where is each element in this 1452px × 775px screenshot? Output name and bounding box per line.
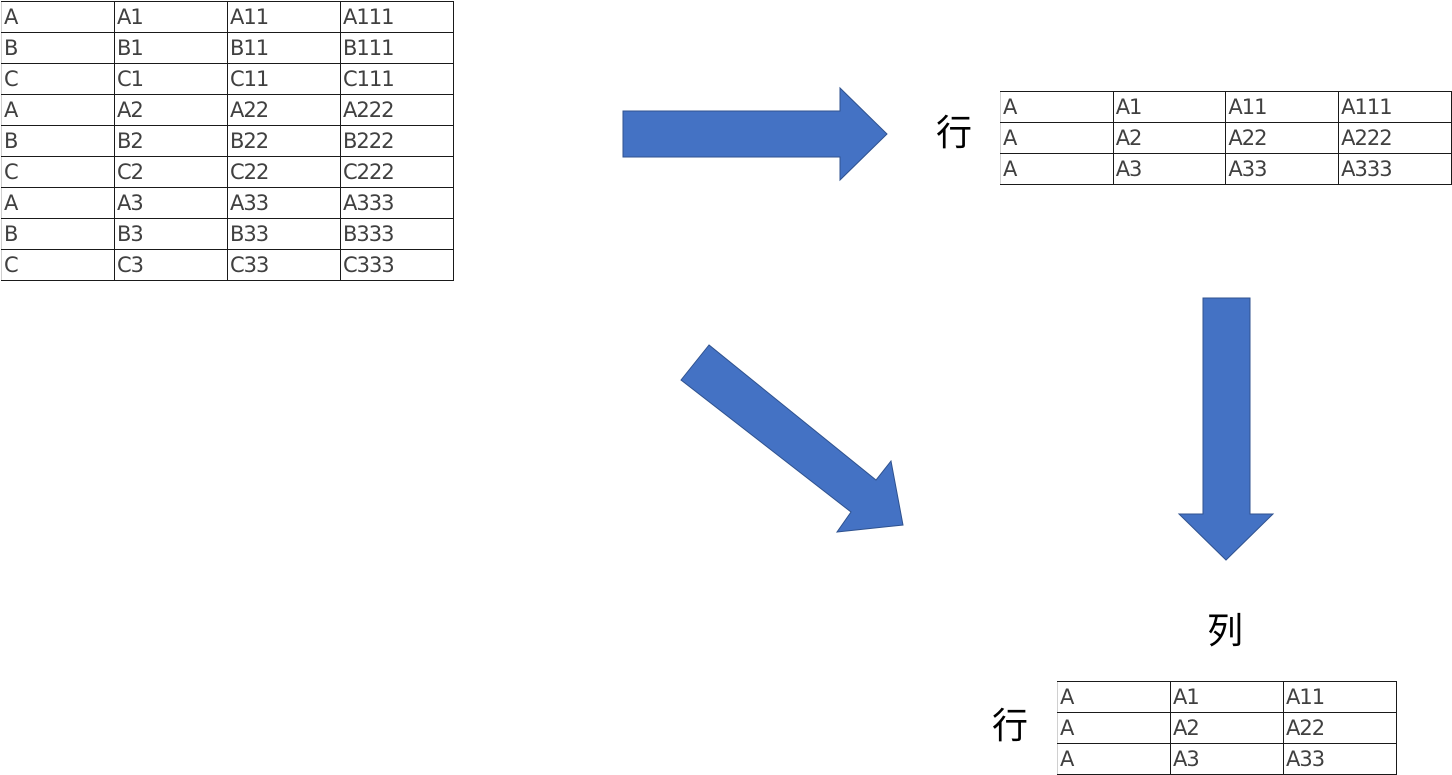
table-cell[interactable]: A111 (1338, 91, 1452, 123)
table-cell[interactable]: B222 (340, 125, 454, 157)
table-cell[interactable]: A (1000, 122, 1114, 154)
table-cell[interactable]: A333 (1338, 153, 1452, 185)
table-cell[interactable]: A11 (1283, 681, 1397, 713)
table-cell[interactable]: C222 (340, 156, 454, 188)
table-cell[interactable]: B1 (114, 32, 228, 64)
table-cell[interactable]: C1 (114, 63, 228, 95)
table-cell[interactable]: A1 (114, 1, 228, 33)
table-cell[interactable]: A (1, 187, 115, 219)
table-cell[interactable]: C11 (227, 63, 341, 95)
table-cell[interactable]: B (1, 32, 115, 64)
table-cell[interactable]: A33 (1283, 743, 1397, 775)
row-label-2: 行 (992, 706, 1029, 747)
table-cell[interactable]: A222 (340, 94, 454, 126)
table-cell[interactable]: A (1000, 91, 1114, 123)
table-cell[interactable]: A3 (1170, 743, 1284, 775)
table-cell[interactable]: A22 (1225, 122, 1340, 154)
table-cell[interactable]: C (1, 249, 115, 281)
table-cell[interactable]: A33 (1225, 153, 1340, 185)
table-cell[interactable]: A333 (340, 187, 454, 219)
down-arrow-icon (1177, 297, 1275, 561)
table-cell[interactable]: A1 (1113, 91, 1227, 123)
table-cell[interactable]: A (1057, 712, 1171, 744)
table-cell[interactable]: C111 (340, 63, 454, 95)
table-cell[interactable]: A (1000, 153, 1114, 185)
row-label-1: 行 (936, 113, 973, 154)
table-cell[interactable]: B33 (227, 218, 341, 250)
table-cell[interactable]: A2 (1170, 712, 1284, 744)
table-cell[interactable]: C (1, 63, 115, 95)
table-cell[interactable]: B2 (114, 125, 228, 157)
table-cell[interactable]: C333 (340, 249, 454, 281)
table-cell[interactable]: A3 (1113, 153, 1227, 185)
table-cell[interactable]: C3 (114, 249, 228, 281)
table-cell[interactable]: A (1057, 681, 1171, 713)
table-cell[interactable]: C (1, 156, 115, 188)
table-cell[interactable]: A (1, 1, 115, 33)
column-label: 列 (1207, 611, 1244, 652)
table-cell[interactable]: B22 (227, 125, 341, 157)
table-cell[interactable]: A222 (1338, 122, 1452, 154)
table-cell[interactable]: A1 (1170, 681, 1284, 713)
table-cell[interactable]: A (1057, 743, 1171, 775)
table-cell[interactable]: C33 (227, 249, 341, 281)
diagonal-arrow-icon (680, 344, 904, 533)
table-cell[interactable]: A2 (1113, 122, 1227, 154)
table-cell[interactable]: A11 (1225, 91, 1340, 123)
table-cell[interactable]: A33 (227, 187, 341, 219)
right-arrow-icon (622, 86, 888, 182)
table-cell[interactable]: B333 (340, 218, 454, 250)
table-cell[interactable]: A22 (1283, 712, 1397, 744)
table-cell[interactable]: A2 (114, 94, 228, 126)
table-cell[interactable]: A111 (340, 1, 454, 33)
table-cell[interactable]: C22 (227, 156, 341, 188)
